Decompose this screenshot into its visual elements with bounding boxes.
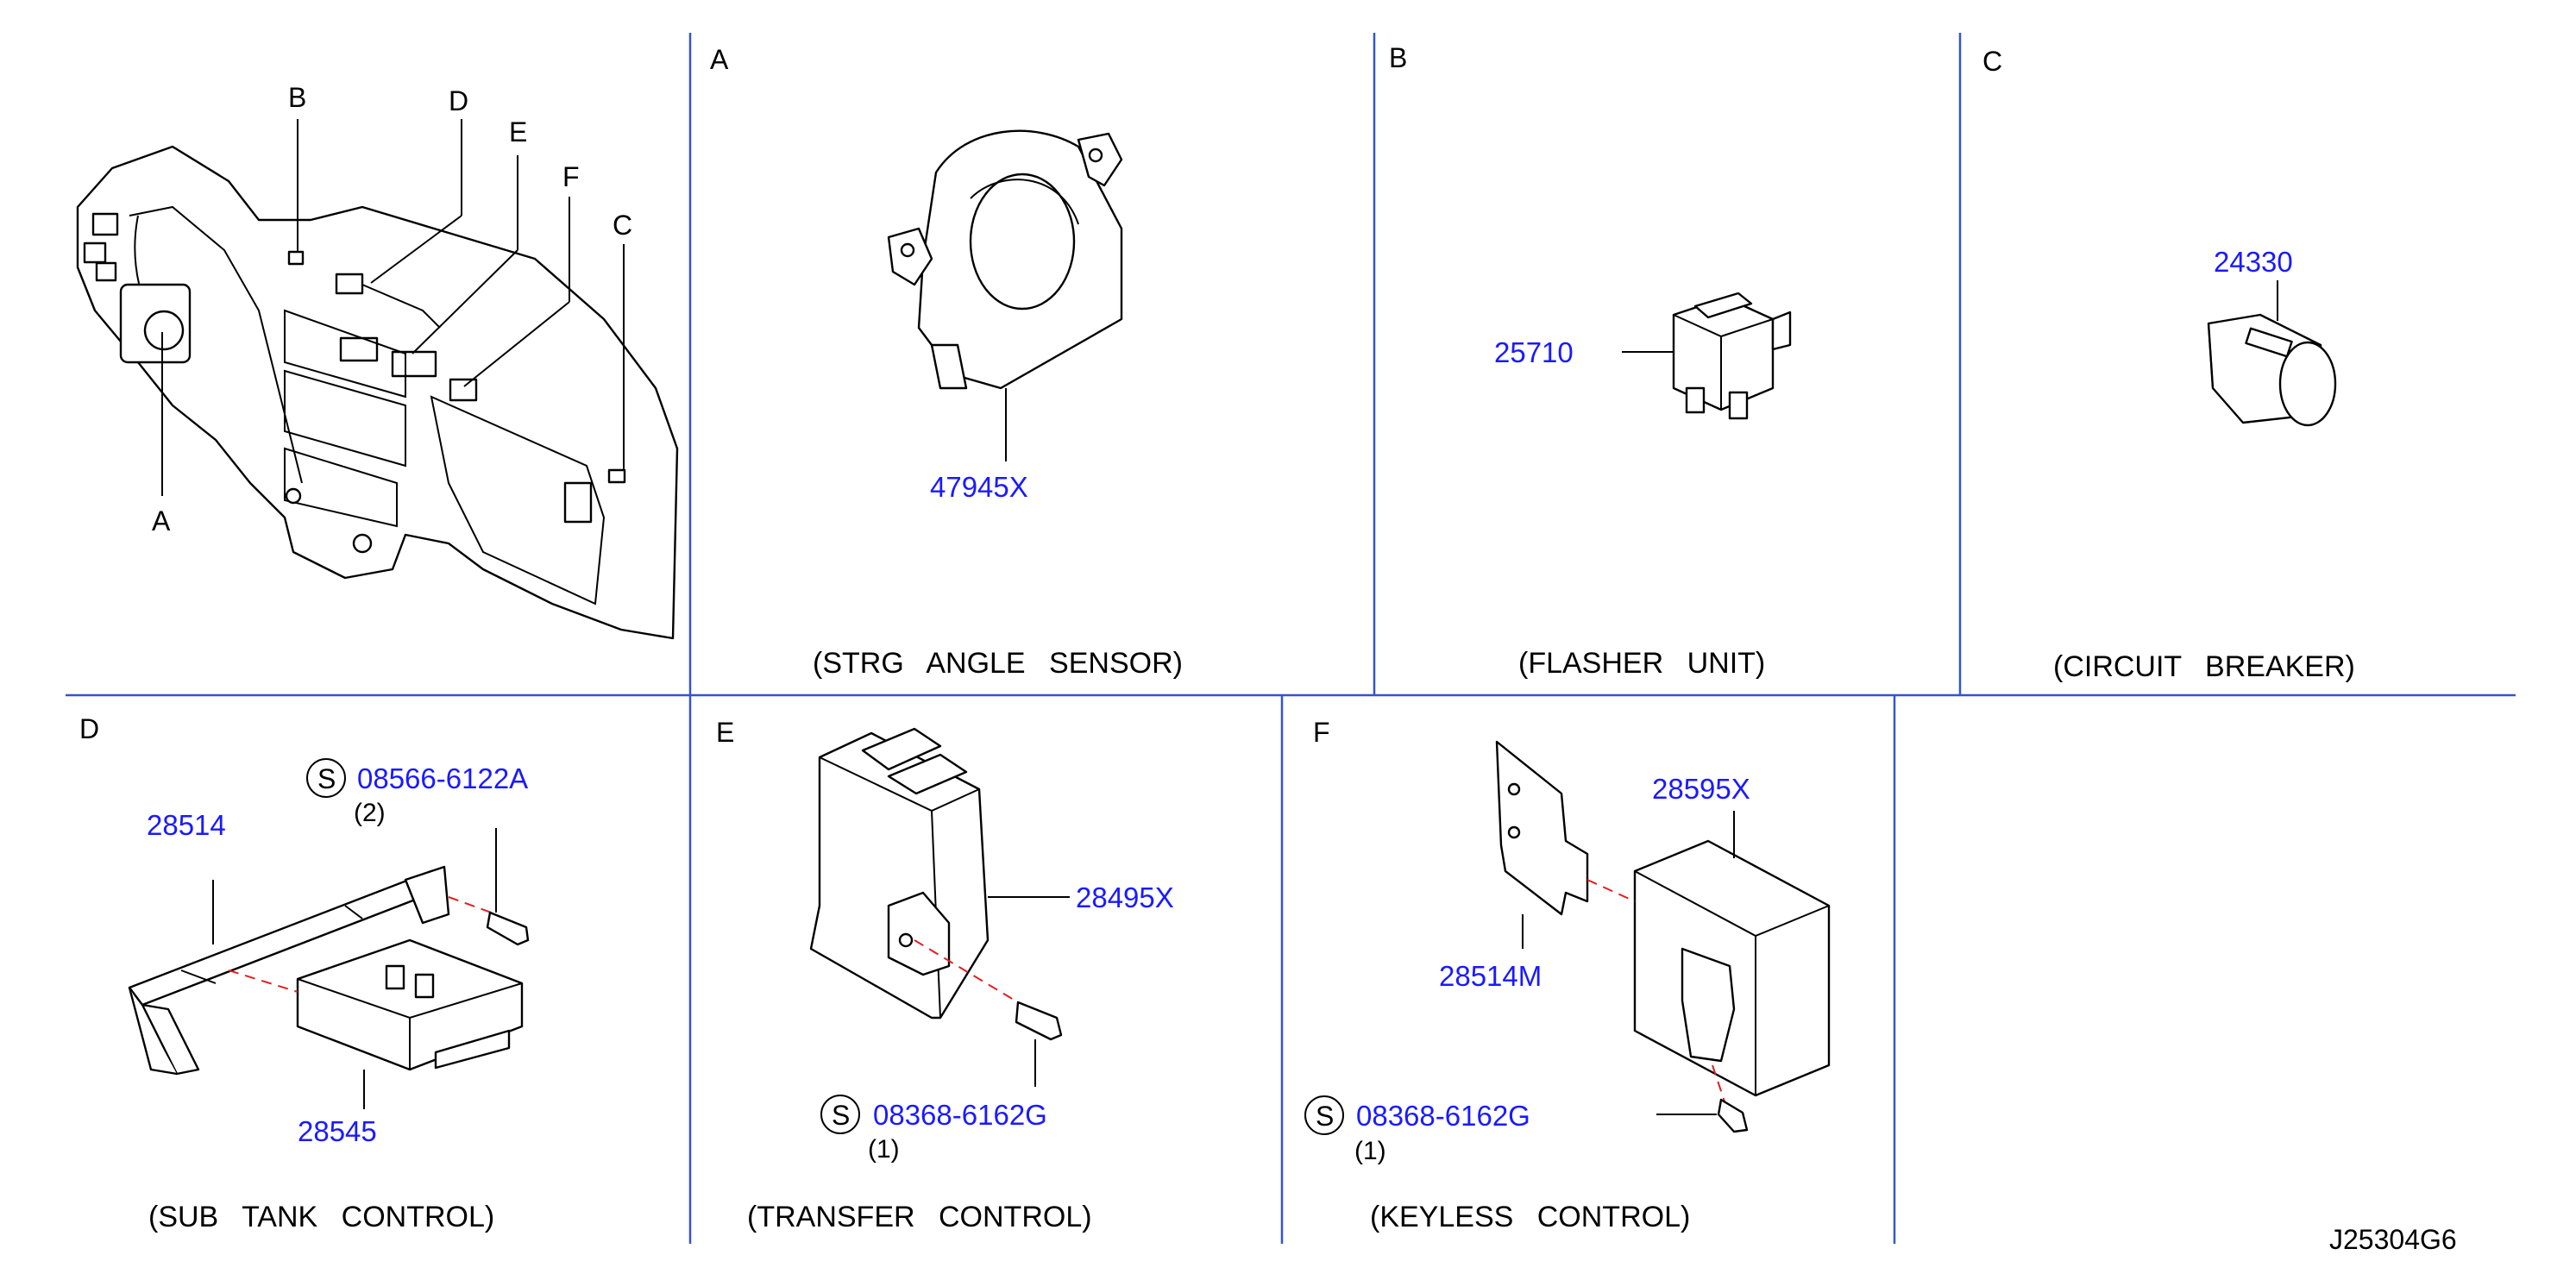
- panel-d-screw-qty: (2): [354, 799, 386, 827]
- panel-e-letter: E: [716, 717, 734, 748]
- panel-d-screw-symbol: S: [317, 763, 336, 794]
- keyless-control-drawing: [1304, 740, 1831, 1135]
- panel-f-screw-symbol: S: [1316, 1101, 1334, 1132]
- panel-f-screw-qty: (1): [1354, 1137, 1386, 1165]
- steering-angle-sensor-drawing: [887, 129, 1123, 461]
- panel-e-screw-qty: (1): [868, 1135, 900, 1164]
- overview-callout-e: E: [509, 116, 527, 147]
- panel-c-letter: C: [1982, 46, 2002, 77]
- part-number-28595x: 28595X: [1652, 773, 1750, 805]
- diagram-id: J25304G6: [2329, 1224, 2457, 1255]
- panel-e-caption: (TRANSFER CONTROL): [747, 1201, 1092, 1233]
- overview-callout-f: F: [562, 161, 580, 192]
- panel-d-caption: (SUB TANK CONTROL): [148, 1201, 494, 1233]
- part-number-24330: 24330: [2214, 246, 2293, 278]
- part-number-47945x: 47945X: [930, 471, 1028, 503]
- screw-number-08566-6122a: 08566-6122A: [357, 762, 528, 794]
- screw-number-08368-6162g-e: 08368-6162G: [873, 1099, 1047, 1131]
- flasher-unit-drawing: [1622, 292, 1792, 420]
- panel-d-letter: D: [79, 713, 99, 744]
- overview-callout-d: D: [449, 85, 468, 116]
- overview-callout-a: A: [152, 505, 171, 536]
- panel-a-caption: (STRG ANGLE SENSOR): [813, 647, 1183, 680]
- panel-a-letter: A: [710, 44, 729, 75]
- panel-b-caption: (FLASHER UNIT): [1518, 647, 1765, 680]
- panel-c-caption: (CIRCUIT BREAKER): [2053, 650, 2355, 683]
- panel-grid: [66, 33, 2516, 1244]
- dashboard-overview: [76, 119, 679, 640]
- circuit-breaker-drawing: [2207, 280, 2337, 427]
- panel-f-letter: F: [1313, 717, 1330, 748]
- screw-number-08368-6162g-f: 08368-6162G: [1356, 1100, 1530, 1132]
- overview-callout-b: B: [288, 82, 306, 113]
- overview-callout-c: C: [613, 210, 632, 241]
- panel-b-letter: B: [1389, 42, 1407, 73]
- sub-tank-control-drawing: [128, 758, 530, 1109]
- panel-f-caption: (KEYLESS CONTROL): [1370, 1201, 1690, 1233]
- part-number-28514: 28514: [147, 809, 226, 841]
- part-number-28545: 28545: [298, 1115, 377, 1147]
- part-number-28495x: 28495X: [1076, 882, 1174, 913]
- panel-e-screw-symbol: S: [832, 1100, 850, 1131]
- part-number-28514m: 28514M: [1439, 960, 1542, 992]
- transfer-control-drawing: [809, 727, 1070, 1134]
- part-number-25710: 25710: [1494, 336, 1574, 368]
